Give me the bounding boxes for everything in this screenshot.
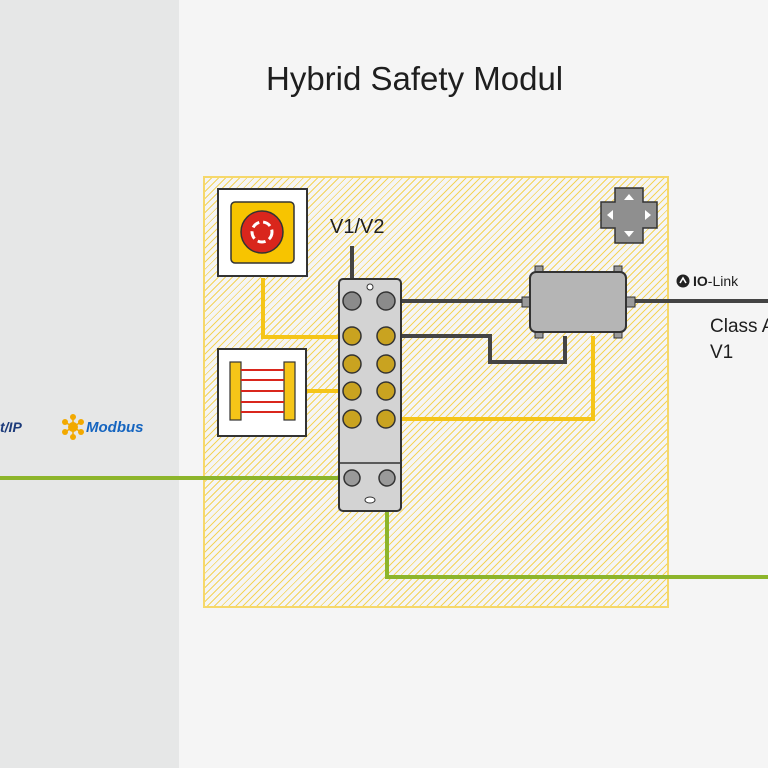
- v1v2-label: V1/V2: [330, 216, 385, 238]
- yellow-cable-valve: [352, 336, 595, 421]
- ethernet-ip-logo: t/IP: [0, 419, 22, 435]
- fieldbus-panel: [0, 0, 179, 768]
- diagram-title: Hybrid Safety Modul: [266, 60, 564, 97]
- class-a-line1: Class A: [710, 316, 768, 337]
- io-link-label: IO-Link: [676, 273, 738, 289]
- dpad-icon: [600, 187, 658, 244]
- modbus-text: Modbus: [86, 418, 144, 436]
- class-a-line2: V1: [710, 342, 734, 363]
- green-cable-out: [385, 478, 768, 579]
- safety-module: [338, 278, 402, 512]
- emergency-stop-icon: [217, 188, 308, 277]
- modbus-logo: Modbus: [62, 413, 144, 441]
- valve-terminal-icon: [521, 265, 636, 339]
- class-a-label: Class A V1: [710, 314, 768, 366]
- yellow-cable-estop: [261, 278, 352, 339]
- io-link-logo-icon: [676, 274, 690, 288]
- dark-cable-loop: [386, 334, 567, 364]
- io-link-prefix: IO: [693, 273, 708, 289]
- io-link-suffix: -Link: [707, 273, 739, 289]
- modbus-logo-icon: [62, 414, 84, 440]
- light-curtain-icon: [217, 348, 307, 437]
